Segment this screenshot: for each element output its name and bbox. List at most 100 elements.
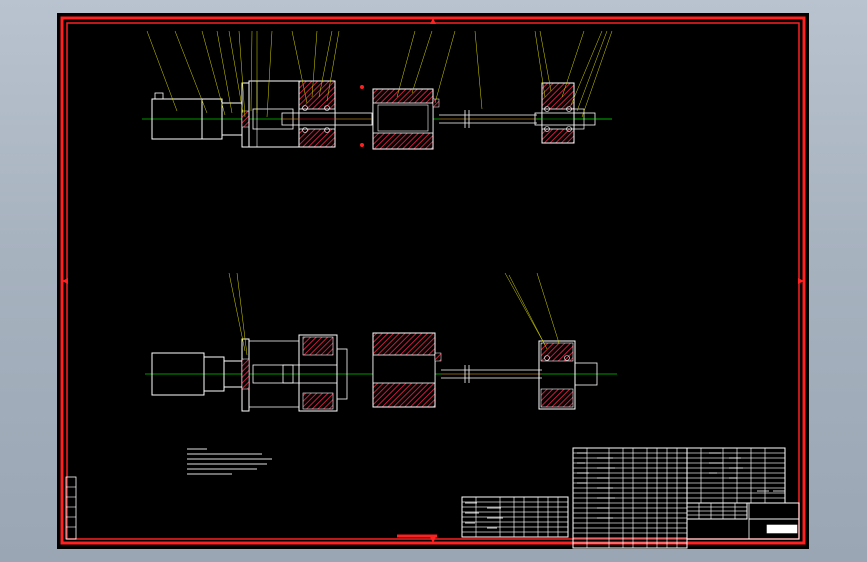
table-cell <box>632 472 648 479</box>
table-cell <box>523 511 539 518</box>
table-cell <box>686 462 702 469</box>
table-cell <box>666 497 678 504</box>
table-cell <box>698 506 712 512</box>
table-cell <box>646 517 658 524</box>
table-cell <box>557 511 569 518</box>
table-cell <box>686 477 702 484</box>
table-cell <box>646 472 658 479</box>
title-block[interactable] <box>461 447 800 549</box>
table-cell <box>572 497 588 504</box>
table-cell <box>750 492 766 499</box>
top-leaders <box>146 30 613 118</box>
table-cell <box>572 507 588 514</box>
table-cell <box>686 467 702 474</box>
table-cell <box>700 497 724 504</box>
table-cell <box>722 472 738 479</box>
table-cell <box>656 467 668 474</box>
table-cell <box>632 457 648 464</box>
table-cell <box>656 512 668 519</box>
table-cell <box>572 477 588 484</box>
table-cell <box>698 510 712 516</box>
table-cell <box>586 517 610 524</box>
table-cell <box>572 467 588 474</box>
table-cell <box>586 487 610 494</box>
table-cell <box>572 502 588 509</box>
table-cell <box>750 487 766 494</box>
table-cell <box>547 496 559 503</box>
table-cell <box>656 477 668 484</box>
top-assembly-view[interactable] <box>142 30 613 150</box>
table-cell <box>722 514 736 520</box>
table-cell <box>722 487 738 494</box>
table-cell <box>750 462 766 469</box>
table-cell <box>622 512 634 519</box>
table-cell <box>646 477 658 484</box>
drawing-title-cell <box>748 502 800 520</box>
table-cell <box>499 496 515 503</box>
table-cell <box>572 447 588 454</box>
table-cell <box>676 532 688 539</box>
table-cell <box>646 532 658 539</box>
table-cell <box>686 487 702 494</box>
table-cell <box>666 527 678 534</box>
table-cell <box>750 497 766 504</box>
table-cell <box>736 462 752 469</box>
table-cell <box>764 497 786 504</box>
table-cell <box>622 507 634 514</box>
table-cell <box>666 487 678 494</box>
table-cell <box>646 452 658 459</box>
table-cell <box>622 532 634 539</box>
table-cell <box>537 526 549 533</box>
table-cell <box>622 517 634 524</box>
table-cell <box>523 531 539 538</box>
table-cell <box>700 492 724 499</box>
table-cell <box>676 527 688 534</box>
table-cell <box>676 447 688 454</box>
table-cell <box>676 482 688 489</box>
table-cell <box>646 487 658 494</box>
table-cell <box>557 501 569 508</box>
table-cell <box>572 487 588 494</box>
table-cell <box>722 497 738 504</box>
table-cell <box>632 477 648 484</box>
table-cell <box>608 527 624 534</box>
table-cell <box>676 542 688 549</box>
table-cell <box>656 482 668 489</box>
table-cell <box>646 482 658 489</box>
table-cell <box>686 472 702 479</box>
drawing-canvas[interactable] <box>57 13 809 549</box>
table-cell <box>499 526 515 533</box>
table-cell <box>686 492 702 499</box>
table-cell <box>666 447 678 454</box>
table-cell <box>586 447 610 454</box>
table-cell <box>608 462 624 469</box>
table-cell <box>622 492 634 499</box>
table-cell <box>523 516 539 523</box>
bottom-assembly-view[interactable] <box>145 272 617 412</box>
table-cell <box>586 457 610 464</box>
drawing-viewport[interactable] <box>57 13 809 549</box>
table-cell <box>586 452 610 459</box>
table-cell <box>622 467 634 474</box>
table-cell <box>686 447 702 454</box>
table-cell <box>632 467 648 474</box>
title-block-main <box>686 502 800 540</box>
table-cell <box>622 452 634 459</box>
table-cell <box>475 501 501 508</box>
table-cell <box>676 497 688 504</box>
table-cell <box>461 496 477 503</box>
table-cell <box>676 522 688 529</box>
table-cell <box>750 477 766 484</box>
table-cell <box>461 531 477 538</box>
table-cell <box>736 457 752 464</box>
table-cell <box>557 496 569 503</box>
table-cell <box>646 497 658 504</box>
table-cell <box>461 506 477 513</box>
table-cell <box>608 487 624 494</box>
triangle-marker-icon <box>430 537 436 543</box>
table-cell <box>513 511 525 518</box>
table-cell <box>632 452 648 459</box>
table-cell <box>586 512 610 519</box>
table-cell <box>700 462 724 469</box>
table-cell <box>666 457 678 464</box>
